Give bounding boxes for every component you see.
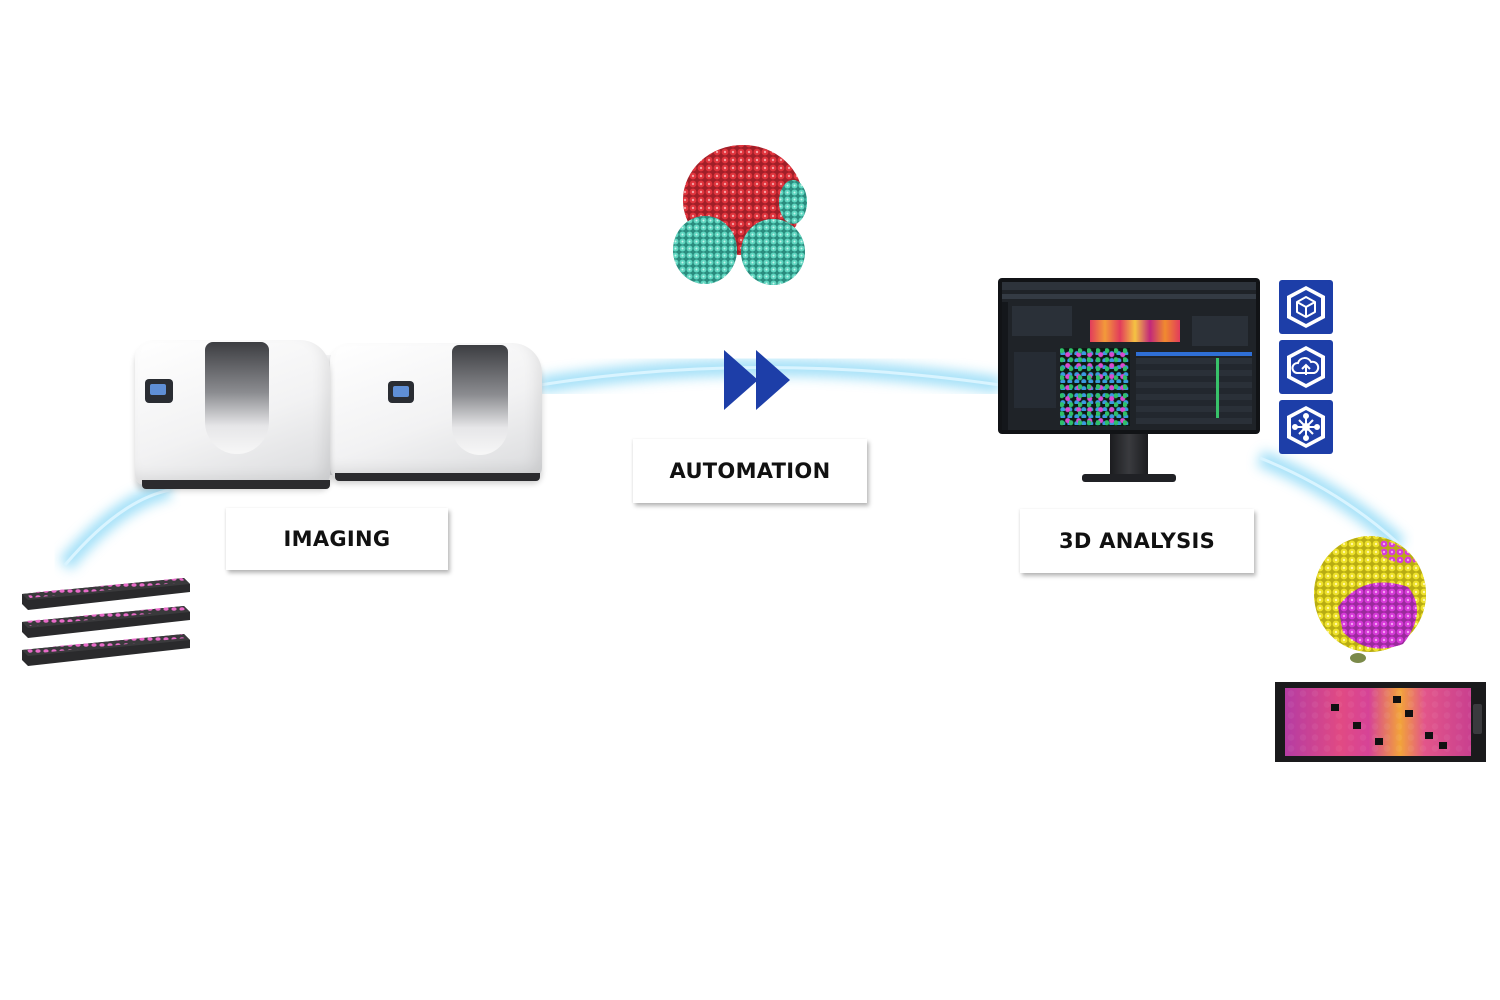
plate-heatmap-icon — [1275, 682, 1486, 762]
spheroid-3d-icon — [673, 145, 807, 285]
analysis-monitor-icon — [998, 278, 1260, 488]
automation-label: AUTOMATION — [633, 439, 867, 503]
cube-hexagon-icon — [1279, 280, 1333, 334]
fast-forward-icon — [724, 350, 790, 410]
microplate-stack-icon — [22, 578, 190, 666]
segmented-spheroid-icon — [1314, 536, 1426, 663]
network-hexagon-icon — [1279, 400, 1333, 454]
analysis-label: 3D ANALYSIS — [1020, 509, 1254, 573]
imaging-instrument-icon — [130, 335, 550, 495]
imaging-label: IMAGING — [226, 508, 448, 570]
cloud-upload-hexagon-icon — [1279, 340, 1333, 394]
